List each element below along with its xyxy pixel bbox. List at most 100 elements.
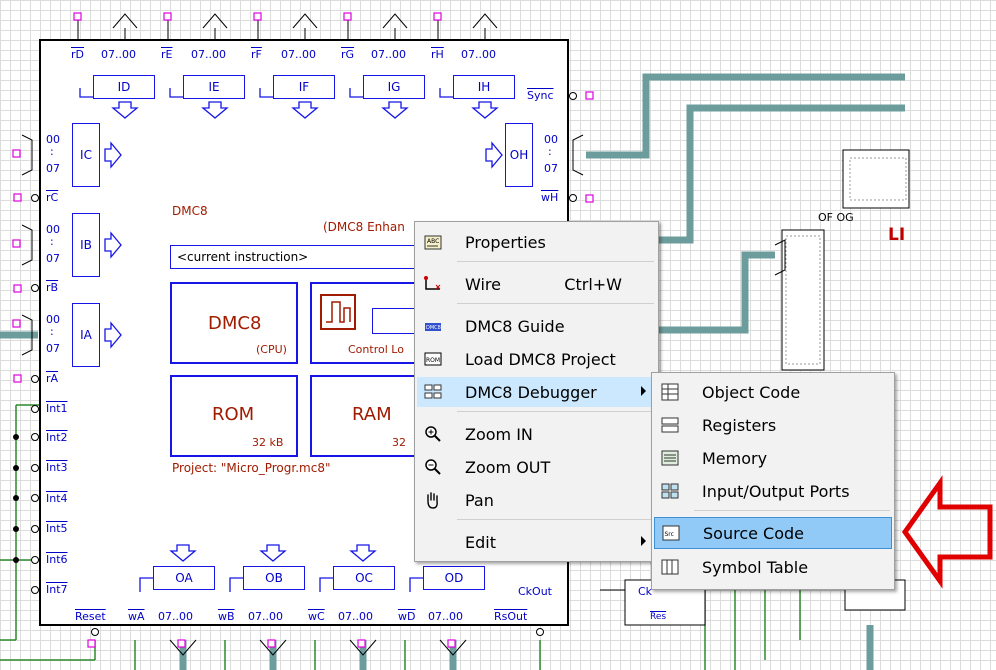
submenu-item-io-ports[interactable]: Input/Output Ports	[654, 476, 892, 506]
menu-item-pan[interactable]: Pan	[417, 485, 656, 515]
register-IC[interactable]: IC	[72, 123, 100, 187]
menu-item-label: Load DMC8 Project	[465, 350, 616, 369]
left-arrows	[104, 141, 122, 349]
menu-item-label: Source Code	[703, 524, 804, 543]
pin-int3: Int3	[46, 461, 68, 474]
red-arrow-icon	[901, 475, 993, 589]
register-OA[interactable]: OA	[153, 566, 215, 590]
hand-icon	[427, 492, 438, 509]
menu-item-label: Zoom IN	[465, 425, 533, 444]
zoom-in-icon	[425, 426, 441, 442]
bit-label: :	[50, 235, 54, 248]
bit-label: 00	[544, 133, 558, 146]
of-og-label: OF OG	[818, 211, 854, 224]
pin-int2: Int2	[46, 431, 68, 444]
down-arrow-icon	[291, 101, 319, 119]
zoom-out-icon	[425, 459, 441, 475]
menu-item-label: Zoom OUT	[465, 458, 551, 477]
register-OB[interactable]: OB	[243, 566, 305, 590]
rom-icon: ROM	[424, 352, 442, 366]
menu-item-dmc8-debugger[interactable]: DMC8 Debugger	[417, 377, 656, 407]
range-wC: 07..00	[338, 610, 373, 623]
menu-item-load-project[interactable]: ROM Load DMC8 Project	[417, 344, 656, 374]
range-wD: 07..00	[428, 610, 463, 623]
down-arrow-icon	[111, 101, 139, 119]
cpu-block[interactable]: DMC8 (CPU)	[170, 282, 298, 364]
register-OD[interactable]: OD	[423, 566, 485, 590]
wire-icon	[424, 276, 441, 290]
res-pin: Res	[650, 612, 667, 622]
range-rG: 07..00	[371, 48, 406, 61]
register-IH[interactable]: IH	[453, 75, 515, 99]
current-instruction-box: <current instruction>	[170, 245, 430, 269]
register-OH[interactable]: OH	[505, 123, 533, 187]
debugger-icon	[424, 384, 442, 399]
pin-rH: rH	[431, 48, 444, 61]
rom-label: ROM	[212, 404, 255, 425]
ram-block[interactable]: RAM 32	[310, 375, 430, 457]
pin-int7: Int7	[46, 583, 68, 596]
pin-int6: Int6	[46, 553, 68, 566]
chip-title: DMC8	[172, 204, 208, 218]
register-IE[interactable]: IE	[183, 75, 245, 99]
submenu-item-symbol-table[interactable]: Symbol Table	[654, 552, 892, 582]
menu-item-label: Wire	[465, 275, 501, 294]
register-IG[interactable]: IG	[363, 75, 425, 99]
register-IB[interactable]: IB	[72, 213, 100, 277]
menu-separator	[457, 411, 654, 412]
pin-rF: rF	[251, 48, 262, 61]
submenu-item-source-code[interactable]: Src Source Code	[654, 517, 892, 549]
cpu-label: DMC8	[208, 313, 262, 334]
range-wA: 07..00	[158, 610, 193, 623]
control-logic-block[interactable]: Control Lo	[310, 282, 434, 364]
menu-item-dmc8-guide[interactable]: DMC8 DMC8 Guide	[417, 311, 656, 341]
project-label: Project: "Micro_Progr.mc8"	[172, 461, 331, 475]
register-ID[interactable]: ID	[93, 75, 155, 99]
registers-icon	[661, 417, 679, 433]
io-ports-icon	[661, 483, 679, 499]
range-rE: 07..00	[191, 48, 226, 61]
bit-label: 07	[46, 162, 60, 175]
bit-label: 00	[46, 223, 60, 236]
context-menu: ABC Properties Wire Ctrl+W DMC8 DMC8 Gui…	[414, 221, 659, 562]
down-arrow-icon	[471, 101, 499, 119]
submenu-item-memory[interactable]: Memory	[654, 443, 892, 473]
menu-item-label: DMC8 Guide	[465, 317, 565, 336]
register-IA[interactable]: IA	[72, 303, 100, 367]
menu-item-edit[interactable]: Edit	[417, 527, 656, 557]
source-code-icon: Src	[662, 525, 680, 541]
properties-icon: ABC	[424, 235, 442, 250]
menu-item-zoom-out[interactable]: Zoom OUT	[417, 452, 656, 482]
svg-text:DMC8: DMC8	[426, 325, 441, 331]
register-IF[interactable]: IF	[273, 75, 335, 99]
object-code-icon	[661, 383, 679, 401]
submenu-arrow-icon	[641, 386, 646, 396]
ram-size: 32	[392, 436, 406, 449]
register-OC[interactable]: OC	[333, 566, 395, 590]
reset-pin: Reset	[75, 610, 106, 623]
current-instruction: <current instruction>	[177, 250, 309, 264]
ck-pin: Ck	[638, 585, 653, 598]
rom-size: 32 kB	[252, 436, 284, 449]
register-arrows	[79, 88, 499, 119]
menu-separator	[694, 510, 890, 511]
menu-item-properties[interactable]: ABC Properties	[417, 227, 656, 257]
menu-separator	[457, 261, 654, 262]
right-arrow	[485, 141, 503, 169]
pin-wA: wA	[128, 610, 145, 623]
down-arrow-icon	[201, 101, 229, 119]
down-arrow-icon	[381, 101, 409, 119]
menu-separator	[457, 303, 654, 304]
pin-wC: wC	[308, 610, 325, 623]
menu-separator	[457, 519, 654, 520]
menu-item-label: Symbol Table	[702, 558, 809, 577]
rom-block[interactable]: ROM 32 kB	[170, 375, 298, 457]
menu-item-label: Registers	[702, 416, 777, 435]
rsout-pin: RsOut	[494, 610, 528, 623]
submenu-item-object-code[interactable]: Object Code	[654, 377, 892, 407]
submenu-item-registers[interactable]: Registers	[654, 410, 892, 440]
chip-subtitle: (DMC8 Enhan	[323, 220, 405, 234]
menu-item-zoom-in[interactable]: Zoom IN	[417, 419, 656, 449]
menu-item-wire[interactable]: Wire Ctrl+W	[417, 269, 656, 299]
bit-label: :	[50, 145, 54, 158]
